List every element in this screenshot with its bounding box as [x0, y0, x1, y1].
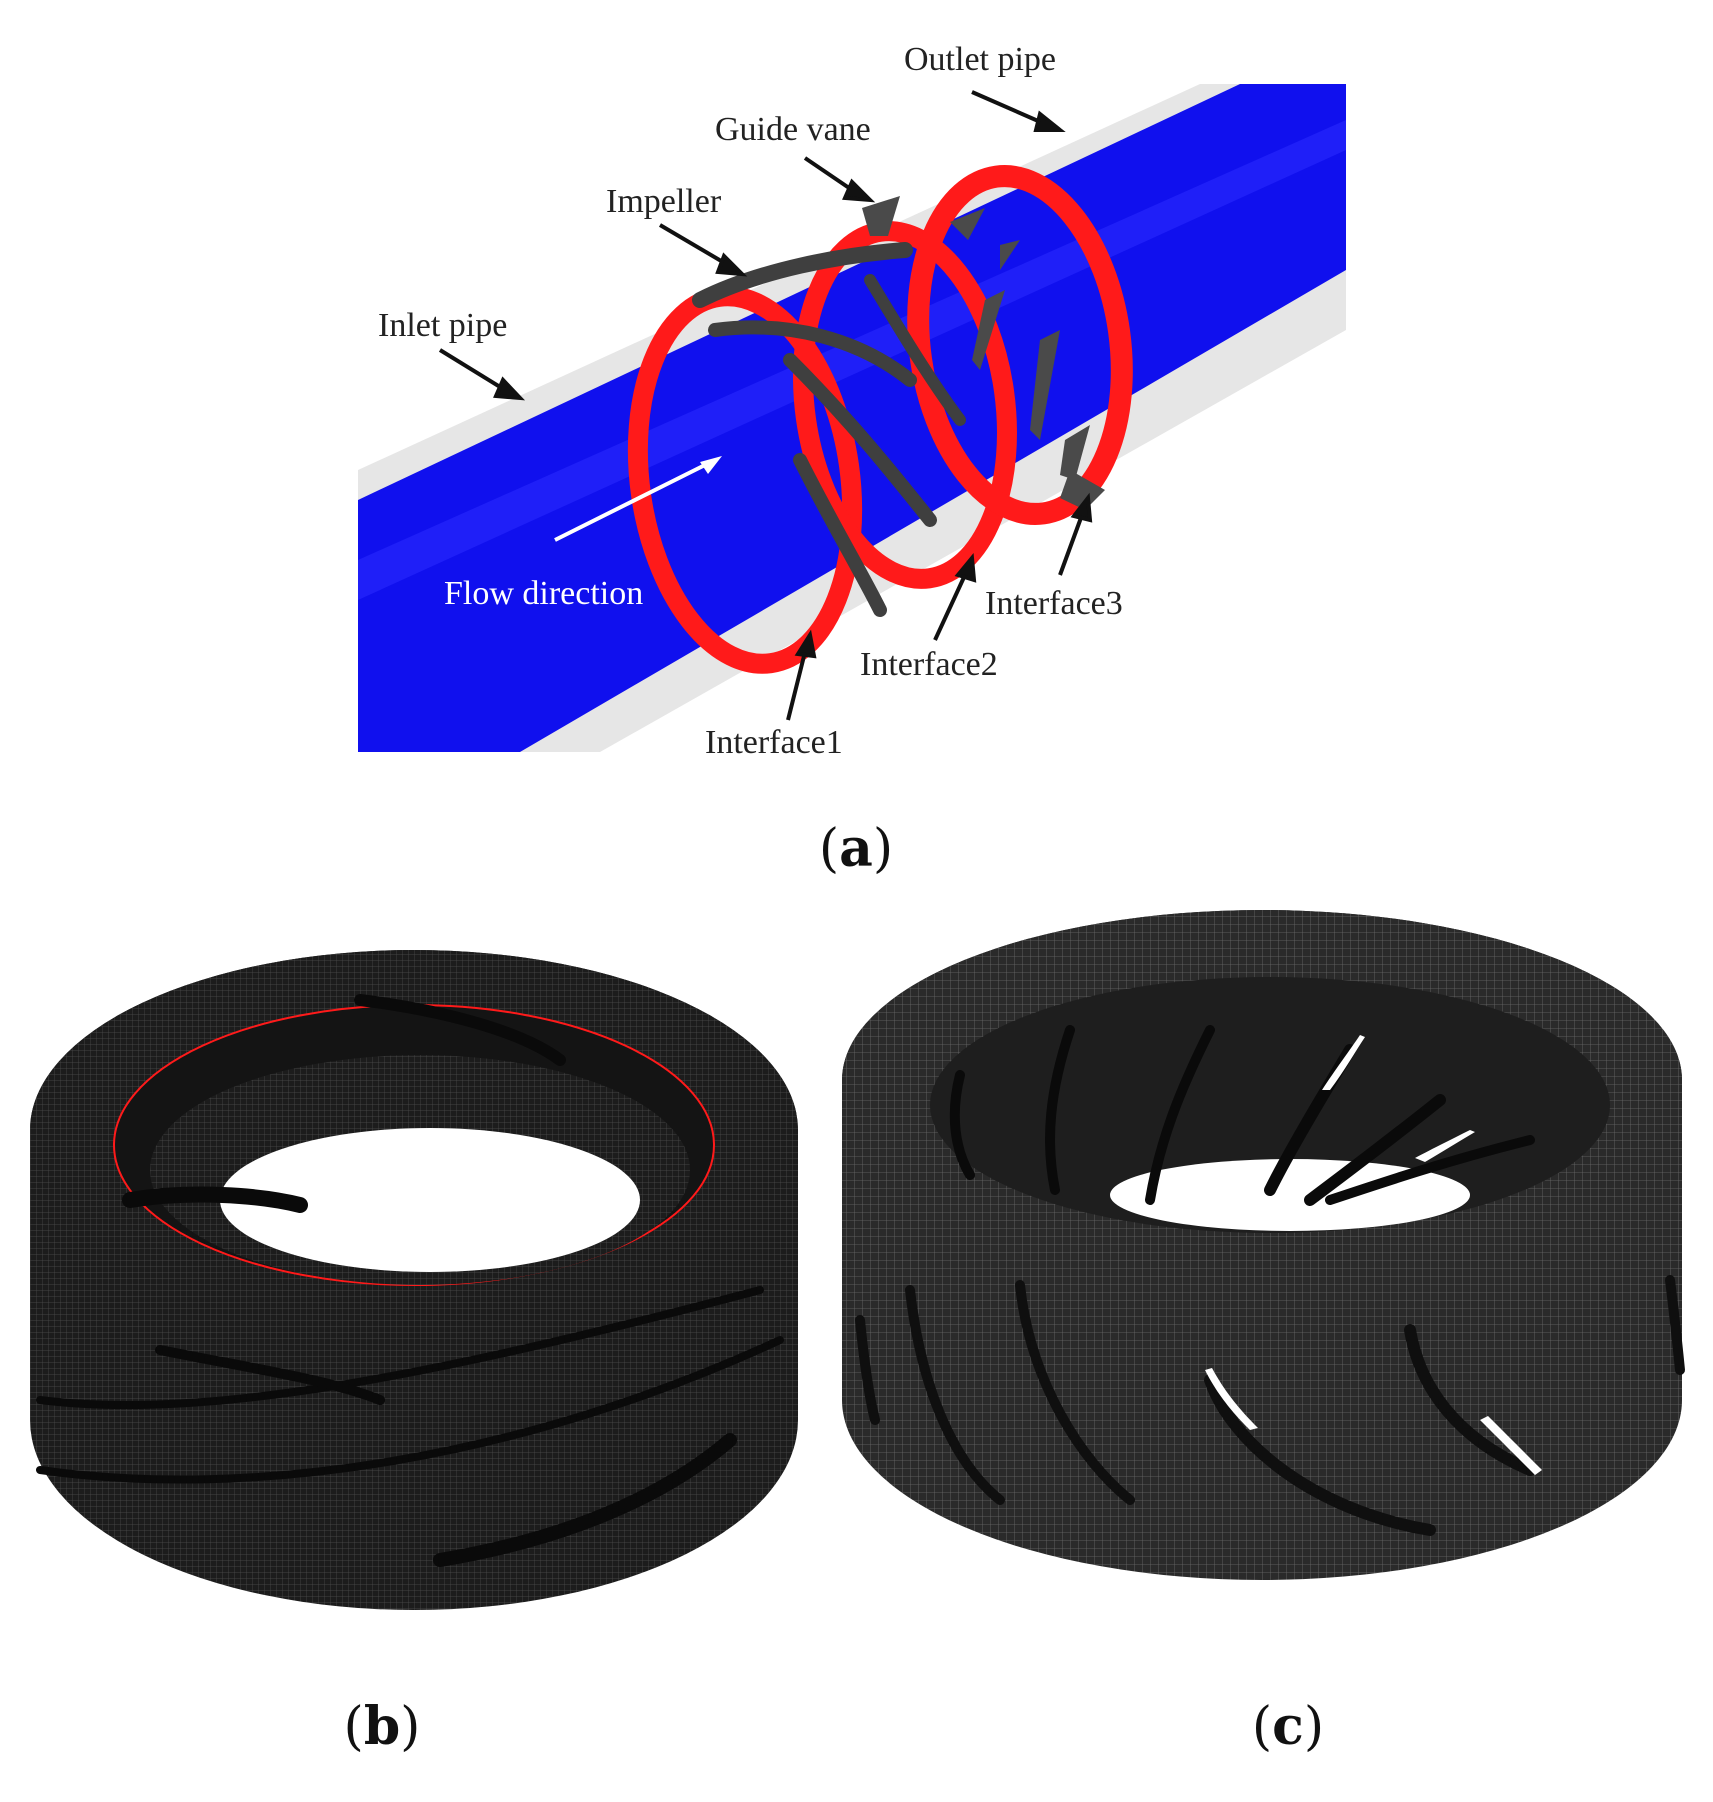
guide-vane-bottom-opening — [1110, 1159, 1470, 1231]
impeller-blades — [692, 242, 966, 617]
impeller-label: Impeller — [606, 183, 722, 220]
impeller-blade-grooves — [36, 994, 784, 1567]
flow-direction-label: Flow direction — [444, 575, 643, 612]
impeller-mesh-svg — [30, 950, 798, 1610]
geometry-svg: Outlet pipe Guide vane Impeller Inlet pi… — [358, 41, 1346, 761]
impeller-bottom-opening — [220, 1128, 640, 1272]
interface2-label: Interface2 — [860, 646, 998, 683]
guide-vane-inner-gaps — [1322, 1035, 1475, 1162]
outlet-pipe-label: Outlet pipe — [904, 41, 1056, 78]
leader-arrows — [438, 90, 1093, 721]
panel-c-guide-vane-mesh — [830, 900, 1713, 1660]
panel-b-impeller-mesh — [0, 900, 860, 1660]
guide-vane-mesh-svg — [842, 910, 1685, 1580]
interface3-label: Interface3 — [985, 585, 1123, 622]
interface1-label: Interface1 — [705, 724, 843, 761]
flow-arrow — [554, 456, 722, 542]
panel-label-c: (c) — [1251, 1696, 1325, 1757]
panel-a-geometry-diagram: Outlet pipe Guide vane Impeller Inlet pi… — [0, 0, 1713, 800]
guide-vanes — [862, 196, 1105, 510]
inlet-pipe-label: Inlet pipe — [378, 307, 507, 344]
guide-vane-label: Guide vane — [715, 111, 871, 148]
panel-label-a: (a) — [818, 818, 894, 879]
guide-vane-outer-gaps — [1205, 1368, 1542, 1475]
guide-vane-outer-blades — [855, 1275, 1685, 1536]
panel-label-b: (b) — [343, 1696, 421, 1757]
